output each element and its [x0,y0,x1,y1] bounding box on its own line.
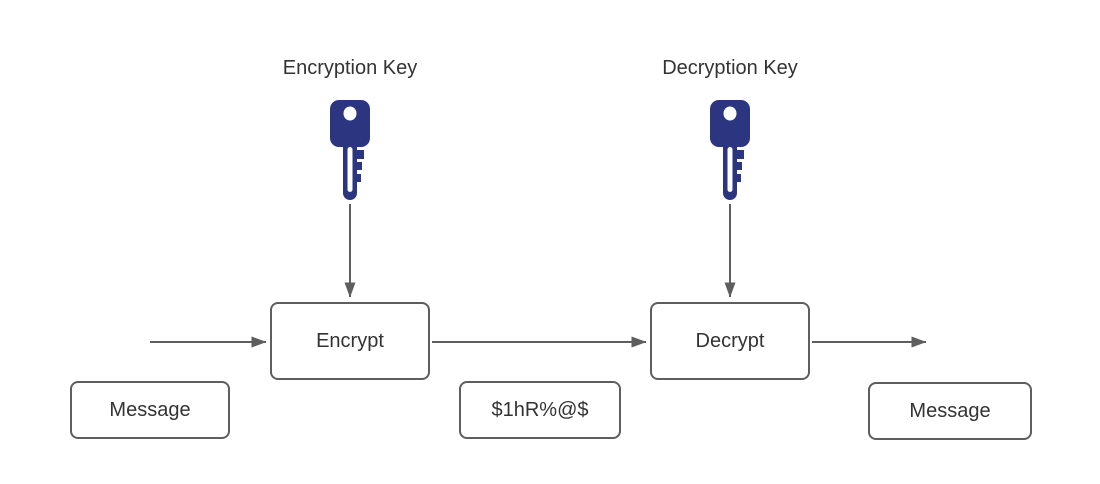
encrypt-box-label: Encrypt [316,329,384,352]
key-shaft [723,144,744,200]
decrypt-box-label: Decrypt [695,329,765,352]
ciphertext-label: $1hR%@$ [491,398,589,421]
decryption-key-icon [710,100,750,200]
key-hole [723,106,737,121]
key-shaft [343,144,364,200]
key-groove [727,147,733,192]
encryption-key-label: Encryption Key [282,57,418,79]
encryption-key-icon [330,100,370,200]
key-head [710,100,750,147]
key-hole [343,106,357,121]
message-input-label: Message [109,398,191,421]
message-output-box: Message [868,382,1032,440]
message-output-label: Message [909,399,991,422]
key-head [330,100,370,147]
encrypt-box: Encrypt [270,302,430,380]
decrypt-box: Decrypt [650,302,810,380]
message-input-box: Message [70,381,230,439]
decryption-key-label: Decryption Key [662,57,798,79]
key-groove [347,147,353,192]
ciphertext-box: $1hR%@$ [459,381,621,439]
